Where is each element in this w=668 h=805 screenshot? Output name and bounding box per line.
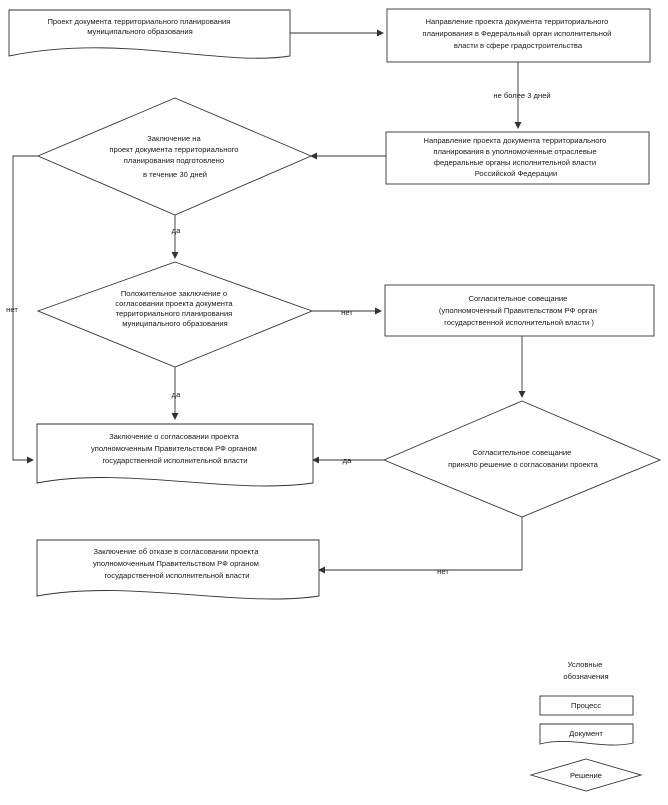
- legend-decision: Решение: [529, 758, 643, 792]
- doc-approval-line-3: государственной исполнительной власти: [102, 456, 247, 465]
- process-branch-line-1: Направление проекта документа территориа…: [424, 136, 607, 145]
- doc-project: Проект документа территориального планир…: [8, 9, 291, 59]
- process-federal-organ: Направление проекта документа территориа…: [386, 8, 651, 63]
- legend: Условные обозначения Процесс Документ Ре…: [529, 660, 643, 792]
- doc-approval-conclusion: Заключение о согласовании проекта уполно…: [36, 423, 314, 487]
- legend-document-label: Документ: [569, 729, 603, 738]
- svg-text:Заключение об отказе в согласо: Заключение об отказе в согласовании прое…: [93, 547, 261, 580]
- edge-meeting-decision-no: [318, 517, 523, 574]
- svg-text:Заключение о согласовании прое: Заключение о согласовании проекта уполно…: [91, 432, 259, 465]
- doc-refusal-line-1: Заключение об отказе в согласовании прое…: [93, 547, 259, 556]
- decision-positive-line-3: территориального планирования: [116, 309, 233, 318]
- process-branch-line-4: Российской Федерации: [475, 169, 558, 178]
- doc-approval-line-1: Заключение о согласовании проекта: [109, 432, 239, 441]
- process-federal-line-2: планирования в Федеральный орган исполни…: [422, 29, 611, 38]
- label-no-bottom: нет: [437, 567, 449, 576]
- process-meeting-line-1: Согласительное совещание: [468, 294, 567, 303]
- decision-positive-line-2: согласовании проекта документа: [115, 299, 233, 308]
- process-branch-line-3: федеральные органы исполнительной власти: [434, 158, 596, 167]
- svg-text:Положительное заключение о: Положительное заключение о согласовании …: [115, 289, 235, 328]
- legend-process: Процесс: [539, 695, 634, 716]
- decision-positive-line-4: муниципального образования: [122, 319, 227, 328]
- decision-30-line-1: Заключение на: [147, 134, 201, 143]
- legend-title-line-2: обозначения: [563, 672, 608, 681]
- decision-30-days: Заключение на проект документа территори…: [36, 97, 313, 216]
- legend-process-label: Процесс: [571, 701, 601, 710]
- decision-30-line-2: проект документа территориального: [109, 145, 238, 154]
- label-max-3-days: не более 3 дней: [493, 91, 550, 100]
- svg-text:Согласительное совещание: Согласительное совещание (уполномоченный…: [439, 294, 599, 327]
- label-yes-2: да: [172, 390, 181, 399]
- decision-positive-line-1: Положительное заключение о: [121, 289, 227, 298]
- svg-text:Направление проекта документа: Направление проекта документа территориа…: [422, 17, 613, 50]
- process-conciliation-meeting: Согласительное совещание (уполномоченный…: [384, 284, 655, 337]
- label-yes-3: да: [343, 456, 352, 465]
- process-meeting-line-3: государственной исполнительной власти ): [444, 318, 594, 327]
- process-federal-line-3: власти в сфере градостроительства: [454, 41, 583, 50]
- decision-30-line-3: планирования подготовлено: [124, 156, 224, 165]
- edge-decision30-no-left: [12, 155, 38, 464]
- doc-refusal-conclusion: Заключение об отказе в согласовании прое…: [36, 539, 320, 600]
- decision-positive-conclusion: Положительное заключение о согласовании …: [36, 261, 314, 368]
- decision-30-line-4: в течение 30 дней: [143, 170, 207, 179]
- doc-project-line-1: Проект документа территориального планир…: [47, 17, 230, 26]
- decision-meeting-line-1: Согласительное совещание: [472, 448, 571, 457]
- svg-text:Направление проекта документа: Направление проекта документа территориа…: [424, 136, 609, 178]
- label-yes-1: да: [172, 226, 181, 235]
- legend-document: Документ: [539, 723, 634, 746]
- svg-text:Согласительное совещание: Согласительное совещание приняло решение…: [448, 448, 599, 469]
- process-branch-line-2: планирования в уполномоченные отраслевые: [433, 147, 596, 156]
- doc-refusal-line-3: государственной исполнительной власти: [104, 571, 249, 580]
- legend-title: Условные обозначения: [563, 660, 608, 681]
- svg-text:Проект документа территориальн: Проект документа территориального планир…: [47, 17, 232, 36]
- doc-refusal-line-2: уполномоченным Правительством РФ органом: [93, 559, 259, 568]
- legend-title-line-1: Условные: [568, 660, 603, 669]
- edge-labels: не более 3 дней да нет нет да да нет: [6, 91, 551, 576]
- decision-meeting-line-2: приняло решение о согласовании проекта: [448, 460, 599, 469]
- doc-approval-line-2: уполномоченным Правительством РФ органом: [91, 444, 257, 453]
- legend-decision-label: Решение: [570, 771, 602, 780]
- process-meeting-line-2: (уполномоченный Правительством РФ орган: [439, 306, 597, 315]
- label-no-right: нет: [341, 308, 353, 317]
- svg-text:Заключение на проект док: Заключение на проект документа территори…: [109, 134, 240, 179]
- edges: [12, 29, 526, 574]
- decision-meeting-approval: Согласительное совещание приняло решение…: [382, 400, 662, 518]
- doc-project-line-2: муниципального образования: [87, 27, 192, 36]
- label-no-left: нет: [6, 305, 18, 314]
- process-federal-line-1: Направление проекта документа территориа…: [426, 17, 609, 26]
- process-branch-organs: Направление проекта документа территориа…: [385, 131, 650, 185]
